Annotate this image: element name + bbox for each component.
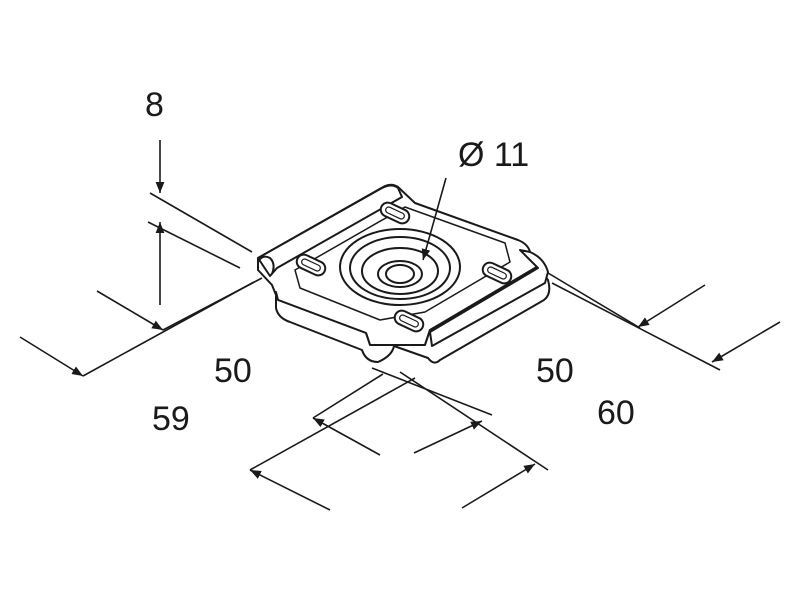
dim-bottom-outer-left-arrow [249,469,331,511]
dimension-outer-width-left-label: 59 [152,400,190,438]
ext-right-outer [551,282,721,371]
dimension-outer-width-right-label: 60 [597,394,635,432]
ext-left-outer [82,281,255,377]
ext-thickness-bottom [147,221,241,269]
dimension-inner-width-right-label: 50 [536,352,574,390]
dimension-inner-width-left-label: 50 [214,352,252,390]
ext-bottom-outer-left [249,377,416,471]
slot-right [481,261,513,285]
plate-front-rim [275,267,551,364]
plate-inner-edge [294,206,511,321]
leader-hole-diameter [421,177,447,261]
plate-left-notch [257,255,275,275]
center-hole [339,228,461,306]
dimension-thickness-label: 8 [145,86,164,124]
dim-bottom-outer-right-arrow [461,463,536,509]
dim-right-outer-arrow [711,321,781,363]
dim-right-inner-arrow [637,284,706,328]
ext-bottom-outer-right [399,371,549,471]
dimension-lines [19,140,781,511]
ext-right-inner [547,272,641,329]
plate-part [257,183,551,364]
ext-thickness-top [149,192,253,253]
ext-bottom-inner-left [312,373,384,419]
slot-bottom [393,309,425,333]
dim-bottom-inner-left-arrow [312,417,381,456]
dimension-hole-diameter-label: Ø 11 [458,136,530,174]
dim-bottom-inner-right-arrow [413,420,483,454]
dim-left-outer-arrow [19,336,84,377]
slot-top [379,201,411,225]
plate-left-rim [257,184,403,277]
ext-bottom-inner-right [371,367,493,416]
dim-left-inner-arrow [96,290,164,331]
slot-left [295,253,327,277]
plate-right-rim [429,249,549,347]
